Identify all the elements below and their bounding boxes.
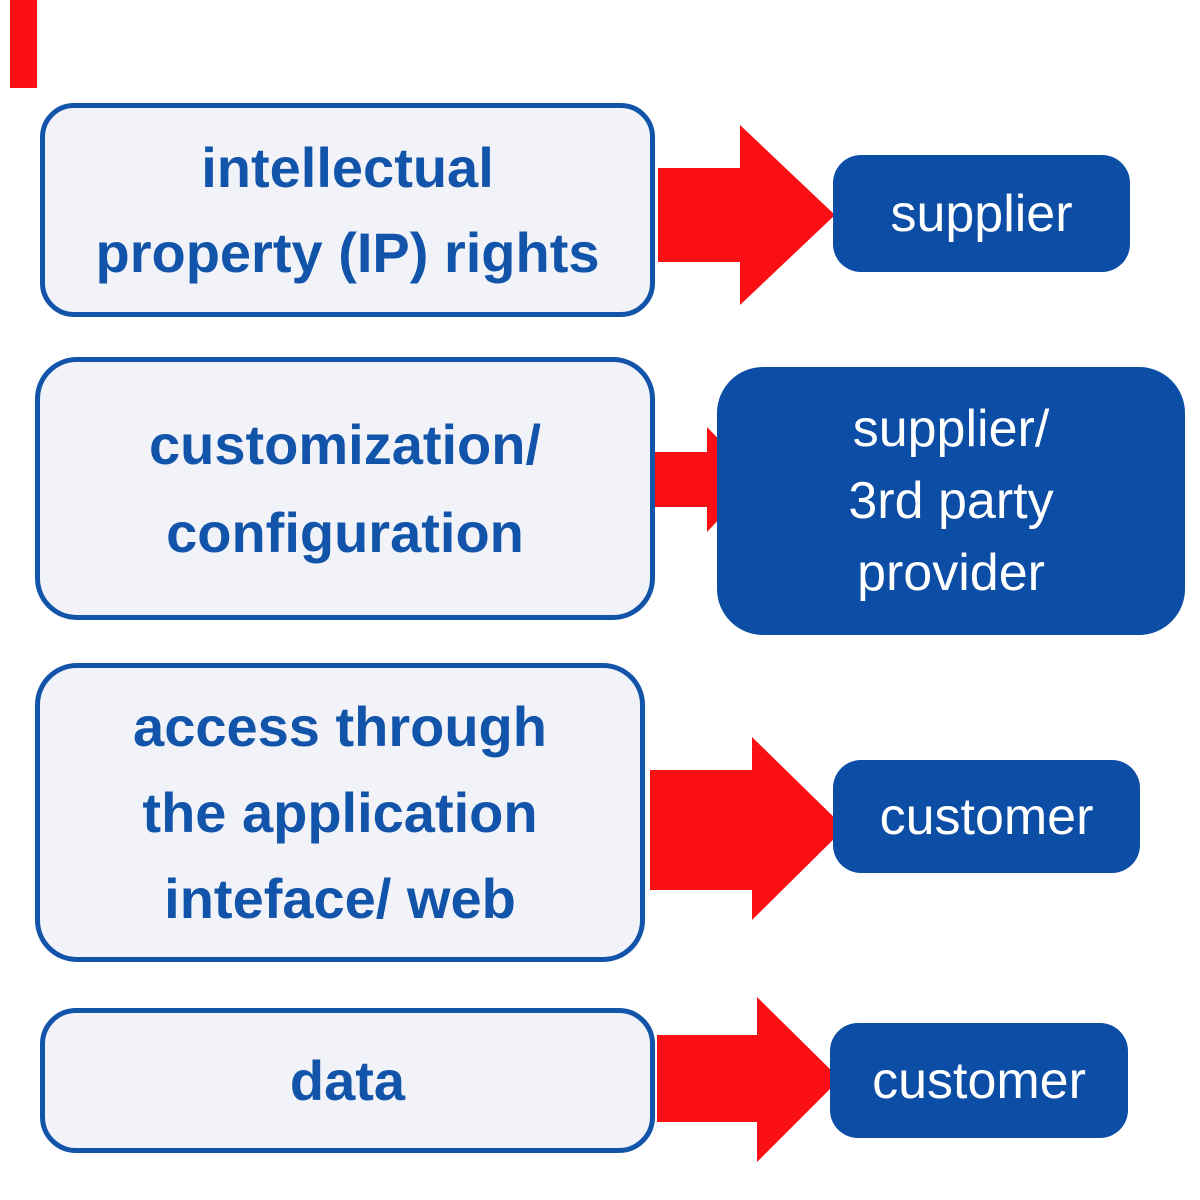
source-box-ip-rights: intellectual property (IP) rights	[40, 103, 655, 317]
box-label-line: the application	[142, 780, 538, 844]
box-label-line: data	[289, 1048, 406, 1112]
right-arrow-icon	[650, 737, 845, 920]
box-label-line: property (IP) rights	[95, 221, 600, 284]
source-box-customization: customization/ configuration	[35, 357, 655, 620]
right-arrow-icon	[658, 125, 835, 305]
box-label-line: provider	[857, 544, 1045, 602]
box-label-line: intellectual	[201, 136, 494, 199]
target-box-customer: customer	[833, 760, 1140, 873]
box-label-line: access through	[133, 694, 547, 758]
box-label-line: 3rd party	[848, 472, 1054, 530]
box-label-line: inteface/ web	[164, 866, 516, 930]
box-label-line: customer	[879, 787, 1094, 846]
target-box-supplier: supplier	[833, 155, 1130, 272]
right-arrow-icon	[657, 997, 840, 1162]
target-box-customer: customer	[830, 1023, 1128, 1138]
box-label-line: supplier	[890, 184, 1073, 243]
box-label-line: supplier/	[852, 400, 1050, 458]
box-label-line: customization/	[148, 412, 542, 476]
source-box-access: access through the application inteface/…	[35, 663, 645, 962]
box-label-line: customer	[872, 1051, 1086, 1110]
source-box-data: data	[40, 1008, 655, 1153]
target-box-supplier-3rd-party: supplier/ 3rd party provider	[717, 367, 1185, 635]
cropped-arrow-fragment-icon	[10, 0, 37, 88]
box-label-line: configuration	[166, 500, 524, 564]
